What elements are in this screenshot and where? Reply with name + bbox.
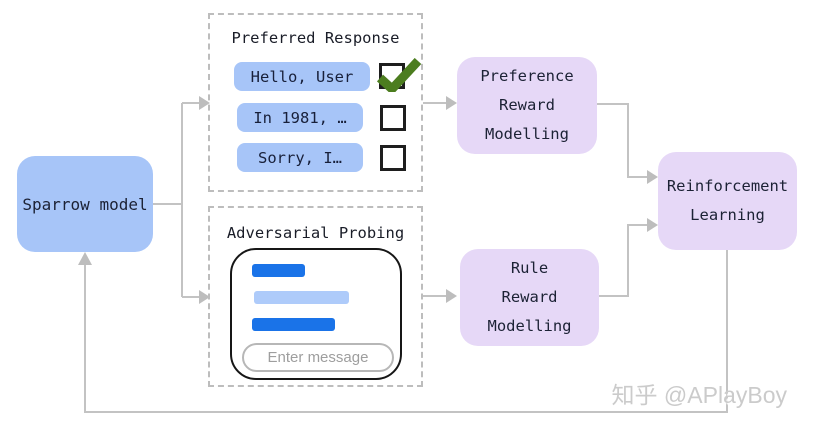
watermark: 知乎 @APlayBoy [611, 382, 787, 408]
reinforcement-learning-label: Reinforcement Learning [666, 177, 789, 224]
arrowhead-into-sparrow [78, 252, 92, 265]
arrowhead-into-preference [446, 96, 457, 110]
sparrow-model-label: Sparrow model [22, 194, 148, 214]
checkmark-icon [376, 58, 422, 92]
sparrow-model-node: Sparrow model [17, 156, 153, 252]
chat-message-input[interactable]: Enter message [242, 343, 394, 372]
reinforcement-learning-node: Reinforcement Learning [658, 152, 797, 250]
rule-reward-label: Rule Reward Modelling [487, 259, 572, 335]
chat-window: Enter message [230, 248, 402, 380]
arrowhead-into-rl-top [647, 170, 658, 184]
response-option-label: In 1981, … [253, 108, 347, 127]
preference-reward-label: Preference Reward Modelling [480, 67, 574, 143]
preferred-response-title: Preferred Response [231, 29, 400, 47]
response-option-sorry[interactable]: Sorry, I… [237, 143, 363, 172]
adversarial-probing-title: Adversarial Probing [226, 224, 405, 242]
connector-rl-feedback-to-sparrow [84, 250, 728, 413]
preferred-response-panel: Preferred Response Hello, User In 1981, … [208, 13, 423, 192]
chat-message-bubble [252, 318, 335, 331]
arrowhead-into-rl-bottom [647, 218, 658, 232]
response-option-hello[interactable]: Hello, User [234, 62, 370, 91]
response-option-label: Sorry, I… [258, 148, 342, 167]
chat-input-placeholder: Enter message [267, 349, 369, 366]
chat-message-bubble [254, 291, 349, 304]
connector-sparrow-branch [153, 102, 199, 298]
connector-preference-to-rl [597, 103, 647, 178]
chat-message-bubble [252, 264, 305, 277]
arrowhead-into-rule [446, 289, 457, 303]
preference-reward-modelling-node: Preference Reward Modelling [457, 57, 597, 154]
arrowhead-into-adversarial [199, 290, 210, 304]
response-option-label: Hello, User [250, 67, 354, 86]
adversarial-probing-panel: Adversarial Probing Enter message [208, 206, 423, 387]
connector-rule-to-rl [599, 224, 647, 297]
response-checkbox-sorry[interactable] [380, 145, 406, 171]
response-option-1981[interactable]: In 1981, … [237, 103, 363, 132]
arrowhead-into-preferred [199, 96, 210, 110]
rule-reward-modelling-node: Rule Reward Modelling [460, 249, 599, 346]
response-checkbox-1981[interactable] [380, 105, 406, 131]
